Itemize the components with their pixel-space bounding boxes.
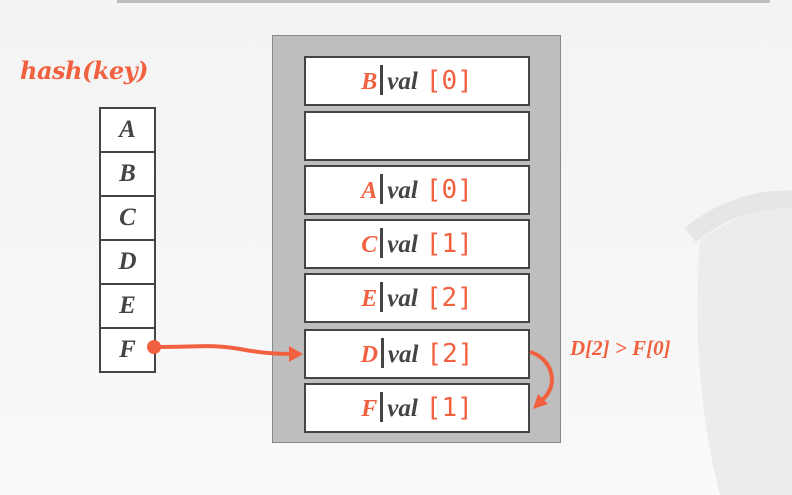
- slot-val: val: [387, 395, 418, 422]
- slot-index: [2]: [426, 339, 474, 369]
- slot-key: C: [361, 232, 378, 258]
- slot-index: [1]: [425, 229, 473, 259]
- key-cell: A: [101, 109, 154, 153]
- slot-key: A: [361, 178, 378, 204]
- key-cell: E: [101, 285, 154, 329]
- slot-val: val: [387, 285, 418, 312]
- slot-index: [0]: [425, 175, 473, 205]
- slot-val: val: [387, 68, 418, 95]
- key-column: A B C D E F: [99, 107, 156, 373]
- slot-val: val: [387, 231, 418, 258]
- pointer-arrow-icon: [147, 340, 303, 362]
- separator: [380, 174, 384, 204]
- slot-key: B: [361, 69, 378, 95]
- separator: [380, 392, 384, 422]
- separator: [380, 338, 384, 368]
- slot-index: [2]: [425, 283, 473, 313]
- slot-key: E: [361, 286, 378, 312]
- slot-empty: [304, 111, 530, 161]
- separator: [380, 282, 384, 312]
- top-divider: [117, 0, 770, 3]
- slot-val: val: [387, 177, 418, 204]
- slot-key: D: [360, 342, 378, 368]
- slot-index: [0]: [425, 66, 473, 96]
- key-cell: D: [101, 241, 154, 285]
- key-cell: B: [101, 153, 154, 197]
- separator: [380, 228, 384, 258]
- slot-key: F: [361, 396, 378, 422]
- key-cell: F: [119, 336, 136, 363]
- cuckoo-displacement-arrow-icon: [529, 350, 554, 409]
- key-cell: C: [101, 197, 154, 241]
- slot-index: [1]: [425, 393, 473, 423]
- hash-function-label: hash(key): [20, 56, 149, 85]
- separator: [380, 65, 384, 95]
- slot-val: val: [387, 341, 419, 368]
- displacement-note: D[2] > F[0]: [570, 336, 671, 360]
